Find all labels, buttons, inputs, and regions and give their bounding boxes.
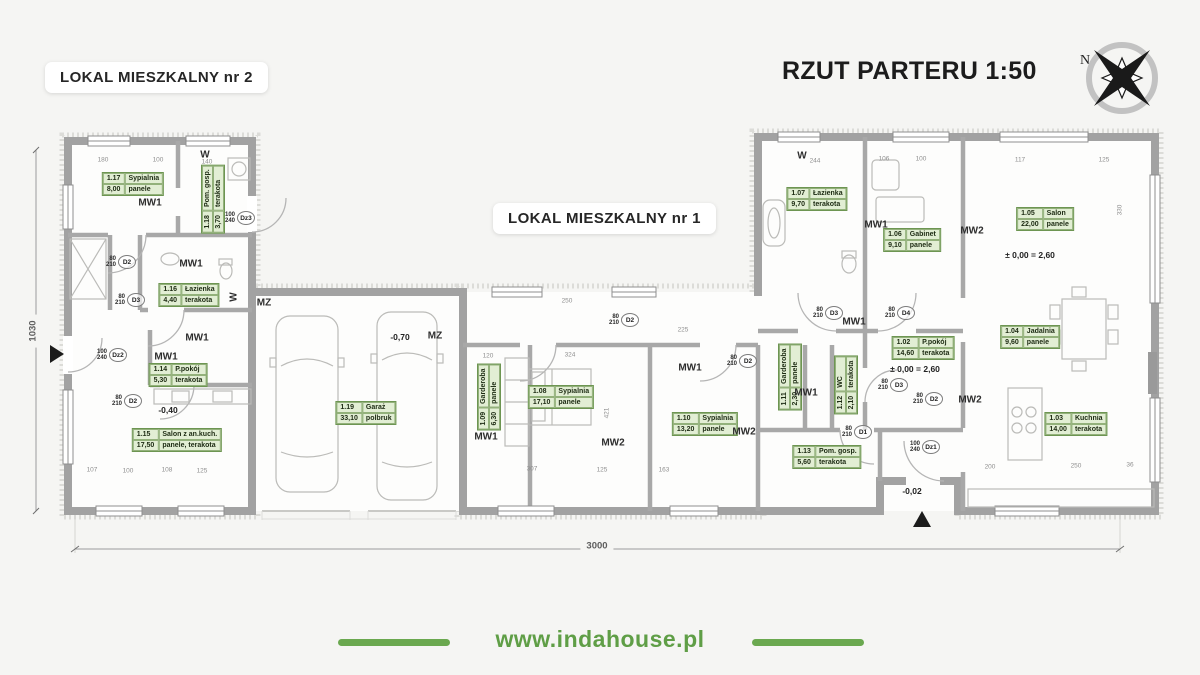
furniture: [69, 157, 1155, 508]
plan-title: RZUT PARTERU 1:50: [782, 57, 1037, 85]
room-floors: [68, 137, 1155, 511]
sofa-set: [871, 159, 925, 223]
kitchen-counter: [967, 488, 1155, 508]
washer: [227, 157, 251, 181]
unit2-title: LOKAL MIESZKALNY nr 2: [45, 62, 268, 93]
toilet: [841, 250, 857, 274]
compass-n-label: N: [1080, 53, 1090, 68]
left-accent-bar: [338, 639, 450, 646]
entrance-arrows: [50, 345, 931, 527]
compass-star-main: [1094, 50, 1150, 106]
unit1-title: LOKAL MIESZKALNY nr 1: [493, 203, 716, 234]
kitchen-island: [1007, 387, 1043, 461]
bathtub: [762, 199, 786, 247]
right-accent-bar: [752, 639, 864, 646]
compass: N: [1080, 42, 1158, 114]
kitchenette-counter: [153, 388, 252, 405]
sink: [160, 252, 180, 266]
website-link[interactable]: www.indahouse.pl: [495, 626, 705, 652]
exterior-walls: [64, 133, 1159, 515]
toilet: [218, 258, 233, 280]
garage-doors: [261, 510, 457, 520]
shower: [69, 238, 107, 300]
dining-table: [1049, 286, 1119, 372]
